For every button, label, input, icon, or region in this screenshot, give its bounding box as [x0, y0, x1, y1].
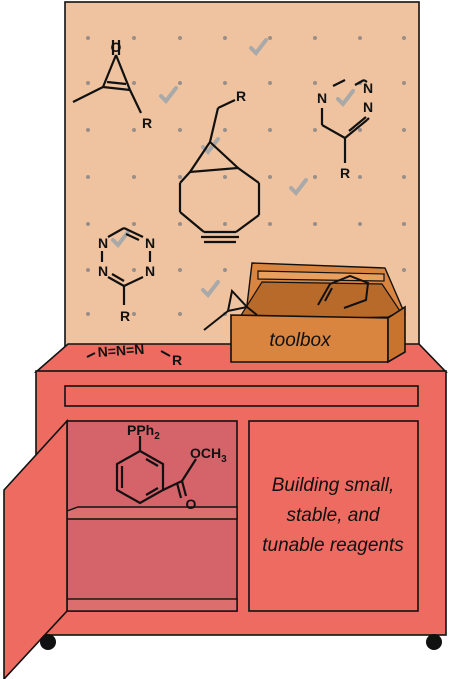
- peg-hole: [132, 128, 136, 132]
- tetrazine-nitrogen-4: N: [145, 263, 155, 279]
- toolbox-handle: [257, 270, 385, 282]
- peg-hole: [268, 175, 272, 179]
- peg-hole: [358, 175, 362, 179]
- azide-label: N=N=N: [97, 341, 145, 360]
- peg-hooks: [111, 38, 355, 299]
- peg-hole: [178, 268, 182, 272]
- cyclopropene-in-toolbox: [203, 288, 258, 331]
- peg-hole: [178, 312, 182, 316]
- toolbox-label: toolbox: [269, 330, 332, 351]
- toolbox-interior: [236, 281, 401, 321]
- peg-holes: [86, 36, 406, 316]
- phosphine-och3-subscript: 3: [221, 454, 227, 465]
- cyclopropenone-r-group: R: [142, 115, 152, 131]
- cabinet-left-door[interactable]: [3, 418, 68, 679]
- triazine-nitrogen-1: N: [317, 90, 327, 106]
- bcn-r-group: R: [236, 88, 246, 104]
- triazine-molecule: [320, 79, 370, 163]
- peg-hole: [223, 268, 227, 272]
- peg-hole: [268, 222, 272, 226]
- peg-hole: [223, 175, 227, 179]
- phosphine-molecule: [115, 436, 197, 505]
- peg-hole: [358, 36, 362, 40]
- caption-line-2: stable, and: [287, 505, 381, 526]
- triazine-nitrogen-2: N: [363, 80, 373, 96]
- peg-hole: [268, 36, 272, 40]
- peg-hole: [132, 81, 136, 85]
- phosphine-carbonyl-oxygen: O: [186, 496, 197, 512]
- azide-molecule: N=N=N R: [86, 341, 182, 368]
- triazine-nitrogen-3: N: [363, 99, 373, 115]
- tetrazine-r-group: R: [120, 308, 130, 324]
- peg-hole: [402, 222, 406, 226]
- peg-hole: [132, 312, 136, 316]
- peg-hole: [313, 175, 317, 179]
- caption-line-3: tunable reagents: [262, 535, 404, 556]
- caption-line-1: Building small,: [272, 475, 395, 496]
- cyclopropenone-molecule: [72, 40, 142, 114]
- peg-hole: [402, 175, 406, 179]
- peg-hole: [178, 128, 182, 132]
- cabinet-wheel-left: [40, 634, 56, 650]
- phosphine-och3: OCH3: [190, 445, 227, 465]
- peg-hole: [132, 222, 136, 226]
- peg-hole: [86, 312, 90, 316]
- cabinet-drawer[interactable]: [64, 385, 419, 407]
- peg-hole: [223, 128, 227, 132]
- phosphine-pph2: PPh2: [127, 422, 160, 442]
- cabinet-wheel-right: [426, 634, 442, 650]
- peg-hole: [223, 81, 227, 85]
- cabinet-right-door[interactable]: [248, 420, 419, 612]
- peg-hole: [313, 36, 317, 40]
- peg-hole: [402, 128, 406, 132]
- tetrazine-nitrogen-2: N: [145, 235, 155, 251]
- peg-hole: [268, 128, 272, 132]
- peg-hole: [178, 175, 182, 179]
- toolbox-icon: toolbox: [203, 262, 406, 364]
- peg-hole: [86, 222, 90, 226]
- peg-hole: [178, 81, 182, 85]
- peg-hole: [268, 81, 272, 85]
- peg-hole: [178, 222, 182, 226]
- peg-hole: [313, 128, 317, 132]
- peg-hole: [86, 36, 90, 40]
- phosphine-pph2-main: PPh: [127, 422, 154, 438]
- peg-hole: [402, 268, 406, 272]
- peg-hole: [358, 222, 362, 226]
- peg-hole: [223, 36, 227, 40]
- cabinet-shelf: [66, 506, 238, 520]
- tetrazine-molecule: [100, 227, 152, 305]
- peg-hole: [358, 128, 362, 132]
- phosphine-pph2-subscript: 2: [154, 431, 160, 442]
- peg-hole: [132, 175, 136, 179]
- tetrazine-nitrogen-3: N: [98, 263, 108, 279]
- peg-hole: [86, 81, 90, 85]
- peg-hole: [313, 222, 317, 226]
- bcn-molecule: [178, 99, 261, 244]
- peg-hole: [132, 268, 136, 272]
- peg-hole: [86, 175, 90, 179]
- peg-hole: [402, 36, 406, 40]
- peg-hole: [86, 268, 90, 272]
- toolbox-side: [387, 305, 406, 364]
- peg-hole: [313, 81, 317, 85]
- cyclopropenone-oxygen: O: [111, 39, 122, 55]
- peg-hole: [86, 128, 90, 132]
- peg-hole: [178, 36, 182, 40]
- peg-hole: [402, 81, 406, 85]
- triazine-r-group: R: [340, 165, 350, 181]
- peg-hole: [132, 36, 136, 40]
- cabinet-bottom-ledge: [66, 598, 238, 612]
- peg-hole: [223, 222, 227, 226]
- cyclooctyne-in-toolbox: [317, 274, 370, 309]
- tetrazine-nitrogen-1: N: [98, 235, 108, 251]
- azide-r-group: R: [172, 352, 182, 368]
- phosphine-och3-main: OCH: [190, 445, 221, 461]
- cabinet: [3, 343, 448, 679]
